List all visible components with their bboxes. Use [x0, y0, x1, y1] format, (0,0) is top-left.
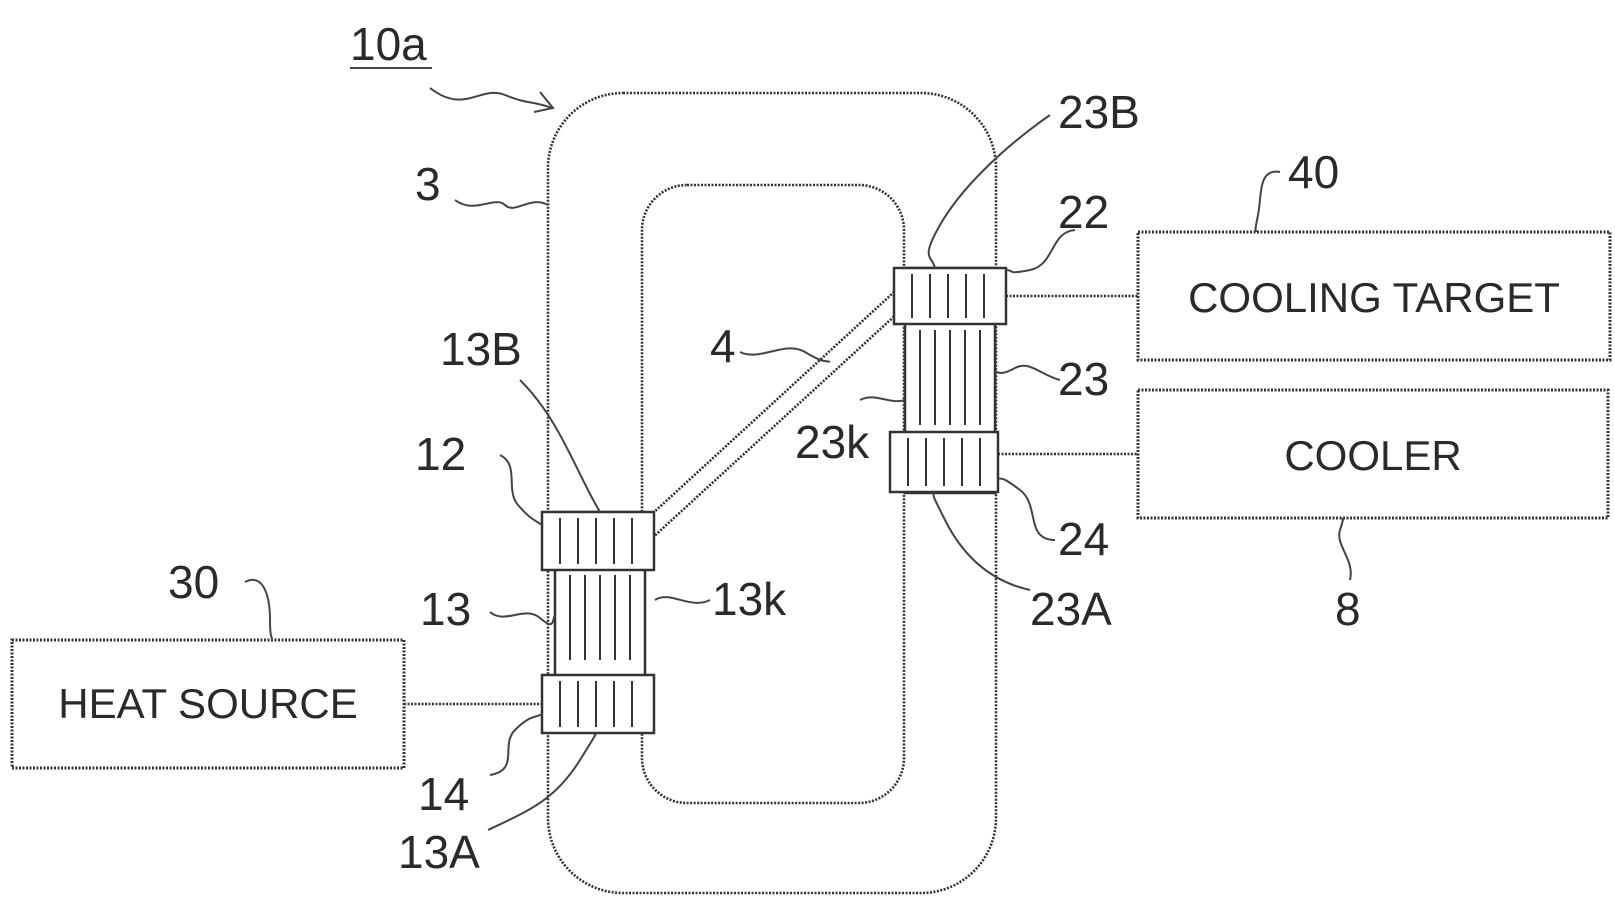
leader-4 [740, 348, 830, 362]
pipe-line-b [650, 300, 912, 540]
leader-13B [520, 380, 600, 512]
leader-10a-arrow [534, 92, 553, 112]
label-23: 23 [1058, 353, 1109, 405]
cooling-target-text: COOLING TARGET [1188, 274, 1560, 321]
label-13A: 13A [398, 826, 480, 878]
leader-30 [245, 580, 272, 640]
inner-window [642, 185, 904, 803]
label-13: 13 [420, 583, 471, 635]
coil-24 [890, 432, 998, 492]
label-14: 14 [418, 768, 469, 820]
label-30: 30 [168, 556, 219, 608]
leader-12 [500, 455, 542, 525]
leader-8 [1339, 518, 1351, 580]
label-12: 12 [415, 428, 466, 480]
label-8: 8 [1335, 583, 1361, 635]
cooler-block: COOLER [1138, 390, 1608, 518]
coil-22 [894, 268, 1006, 324]
leader-23A [933, 492, 1030, 590]
leader-3 [455, 200, 548, 208]
label-40: 40 [1288, 146, 1339, 198]
label-23B: 23B [1058, 86, 1140, 138]
cooler-text: COOLER [1284, 432, 1461, 479]
coil-12 [542, 512, 654, 570]
label-23A: 23A [1030, 583, 1112, 635]
heat-source-block: HEAT SOURCE [12, 640, 404, 768]
leader-40 [1256, 172, 1281, 232]
leader-13k [655, 597, 710, 603]
leader-14 [490, 714, 542, 775]
pipe-line-a [640, 282, 905, 525]
cooling-target-block: COOLING TARGET [1138, 232, 1610, 360]
label-13B: 13B [440, 323, 522, 375]
label-13k: 13k [712, 573, 787, 625]
label-24: 24 [1058, 513, 1109, 565]
label-10a: 10a [350, 18, 427, 70]
label-3: 3 [415, 158, 441, 210]
heat-source-text: HEAT SOURCE [58, 680, 358, 727]
leader-24 [998, 478, 1055, 540]
leader-23k [860, 397, 905, 401]
leader-10a [430, 88, 552, 108]
label-23k: 23k [795, 416, 870, 468]
leader-13A [488, 733, 596, 830]
label-4: 4 [710, 320, 736, 372]
coil-14 [542, 675, 654, 733]
label-22: 22 [1058, 186, 1109, 238]
leader-23 [995, 366, 1060, 380]
leader-13 [490, 612, 555, 624]
leader-23B [929, 115, 1050, 268]
